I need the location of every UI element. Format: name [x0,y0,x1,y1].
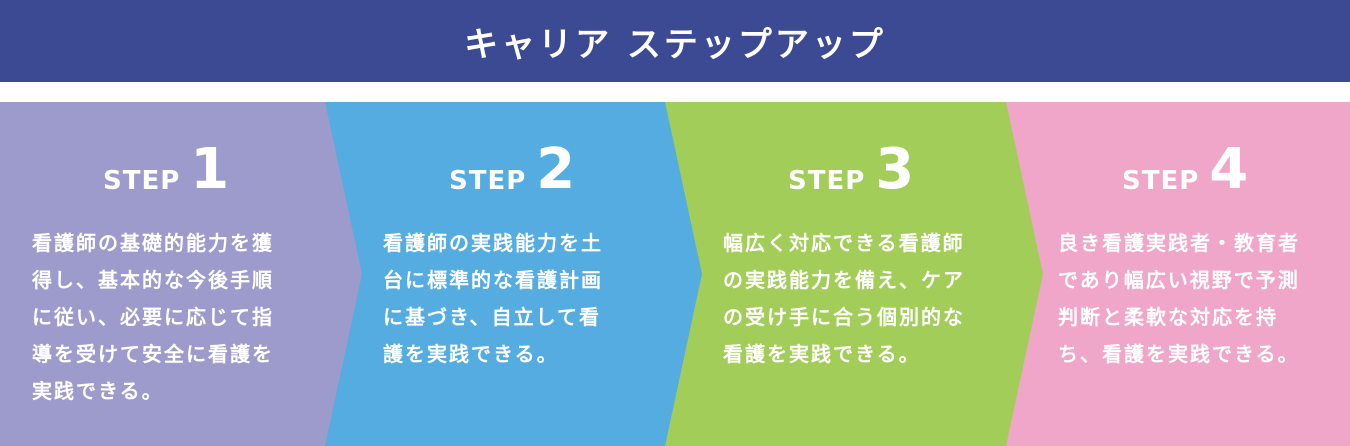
step-1-description: 看護師の基礎的能力を獲 得し、基本的な今後手順 に従い、必要に応じて指 導を受け… [32,231,274,403]
step-2-number: 2 [536,137,576,202]
step-4-label: STEP [1122,166,1200,196]
step-3-description: 幅広く対応できる看護師 の実践能力を備え、ケア の受け手に合う個別的な 看護を実… [723,231,965,366]
step-1-label: STEP [103,166,181,196]
step-3-panel: STEP 3 幅広く対応できる看護師 の実践能力を備え、ケア の受け手に合う個別… [665,102,1043,446]
page-title: キャリア ステップアップ [464,24,886,65]
step-1-number: 1 [190,137,230,202]
step-4-panel: STEP 4 良き看護実践者・教育者 であり幅広い視野で予測 判断と柔軟な対応を… [1006,102,1350,446]
step-3-number: 3 [875,137,915,202]
step-2-description: 看護師の実践能力を土 台に標準的な看護計画 に基づき、自立して看 護を実践できる… [383,231,603,366]
step-2-heading: STEP 2 [449,142,575,198]
step-1-heading: STEP 1 [103,142,229,198]
step-2-label: STEP [449,166,527,196]
step-3-heading: STEP 3 [788,142,914,198]
header-banner: キャリア ステップアップ [0,0,1350,82]
step-3-label: STEP [788,166,866,196]
step-1-panel: STEP 1 看護師の基礎的能力を獲 得し、基本的な今後手順 に従い、必要に応じ… [0,102,362,446]
step-4-number: 4 [1209,137,1249,202]
step-4-description: 良き看護実践者・教育者 であり幅広い視野で予測 判断と柔軟な対応を持 ち、看護を… [1058,231,1300,366]
step-2-panel: STEP 2 看護師の実践能力を土 台に標準的な看護計画 に基づき、自立して看 … [325,102,702,446]
step-4-heading: STEP 4 [1122,142,1248,198]
career-steps: STEP 1 看護師の基礎的能力を獲 得し、基本的な今後手順 に従い、必要に応じ… [0,102,1350,446]
